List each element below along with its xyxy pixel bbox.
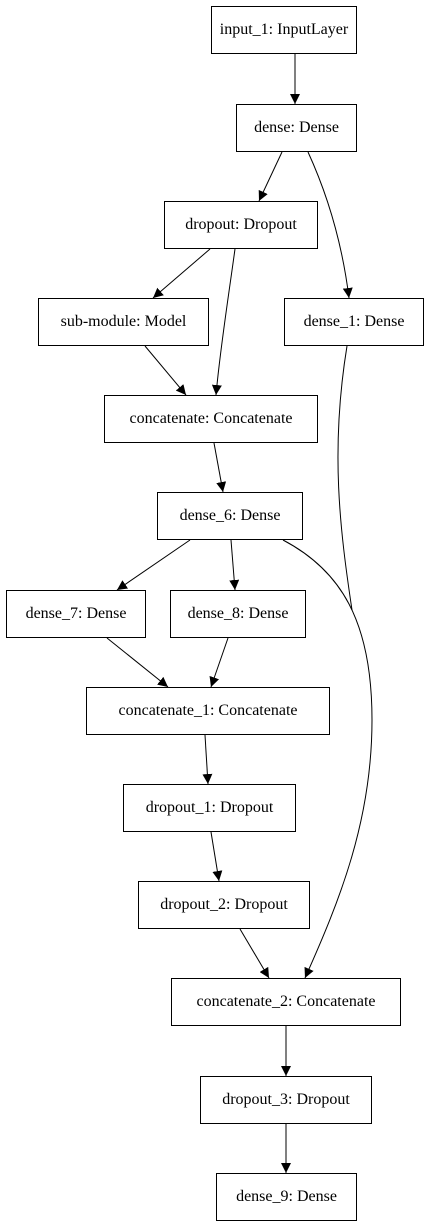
node-dropout-1: dropout_1: Dropout [123, 784, 296, 832]
node-dense-7: dense_7: Dense [6, 590, 146, 638]
edge-dropout-to-sub-module [152, 248, 211, 299]
edge-dense-6-to-dense-7 [116, 539, 191, 591]
node-dropout: dropout: Dropout [164, 201, 318, 249]
node-dropout-3: dropout_3: Dropout [200, 1076, 372, 1124]
edge-dense-7-to-concatenate-1 [106, 637, 169, 688]
node-dense: dense: Dense [236, 104, 357, 152]
edge-concatenate-to-dense-6 [213, 442, 227, 493]
node-input-1: input_1: InputLayer [211, 6, 357, 54]
node-dense-8: dense_8: Dense [170, 590, 306, 638]
edge-concatenate-1-to-dropout-1 [202, 734, 213, 785]
node-dropout-2: dropout_2: Dropout [138, 881, 310, 929]
edge-dropout-to-concatenate [211, 248, 236, 396]
node-concatenate: concatenate: Concatenate [104, 395, 318, 443]
node-dense-9: dense_9: Dense [216, 1173, 357, 1221]
node-dense-6: dense_6: Dense [157, 492, 303, 540]
edge-dense-6-to-concatenate-2 [282, 539, 373, 979]
node-concatenate-1: concatenate_1: Concatenate [86, 687, 330, 735]
node-sub-module: sub-module: Model [38, 298, 209, 346]
edge-sub-module-to-concatenate [144, 345, 187, 396]
edge-dense-to-dropout [258, 151, 283, 202]
edge-dense-1-to-concatenate-2 [337, 345, 353, 611]
edge-dropout-2-to-concatenate-2 [239, 928, 270, 979]
node-concatenate-2: concatenate_2: Concatenate [171, 978, 401, 1026]
edge-dropout-1-to-dropout-2 [210, 831, 223, 882]
edge-dense-8-to-concatenate-1 [209, 637, 229, 688]
edge-dense-to-dense-1 [307, 151, 353, 299]
edge-dense-6-to-dense-8 [229, 539, 240, 591]
node-dense-1: dense_1: Dense [284, 298, 424, 346]
